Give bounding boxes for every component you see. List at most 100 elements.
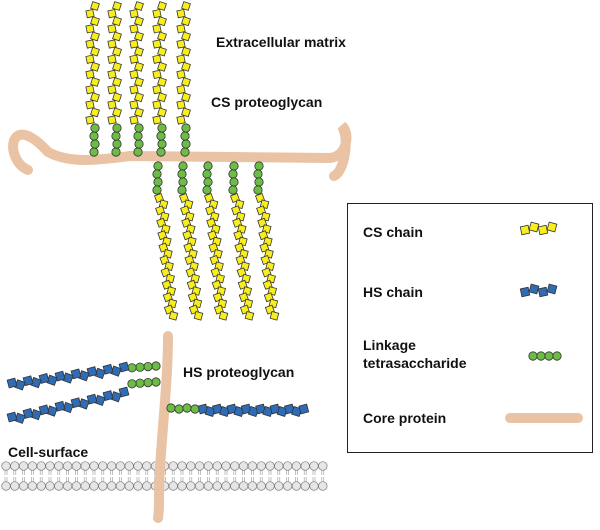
membrane-lipid-head (89, 481, 99, 491)
cs-chain-upper (152, 1, 167, 157)
cs-sugar (157, 92, 167, 103)
membrane-lipid-head (27, 481, 38, 491)
cs-sugar (152, 100, 162, 110)
membrane-lipid-head (291, 481, 302, 491)
cs-sugar (85, 69, 95, 80)
hs-sugar (86, 393, 98, 405)
membrane-lipid-head (80, 461, 90, 471)
legend (347, 203, 593, 453)
hs-sugar (22, 408, 34, 419)
cs-chain-lower (253, 161, 280, 321)
linkage-sugar (112, 139, 122, 149)
cs-sugar (157, 61, 167, 72)
linkage-sugar (202, 169, 212, 179)
cs-sugar (85, 100, 95, 110)
membrane-lipid-head (203, 461, 214, 471)
membrane-lipid-head (142, 481, 152, 491)
linkage-sugar (134, 123, 144, 133)
linkage-sugar (203, 177, 213, 187)
linkage-sugar (181, 139, 191, 149)
linkage-sugar (182, 403, 192, 413)
cs-chain-upper (129, 1, 144, 157)
cs-sugar (129, 39, 139, 49)
legend-label-hs-chain: HS chain (363, 284, 423, 300)
cs-sugar (181, 46, 191, 57)
cs-sugar (107, 24, 117, 34)
cs-sugar (107, 115, 117, 125)
legend-label-tetrasaccharide: tetrasaccharide (363, 355, 467, 371)
cs-sugar (181, 31, 191, 42)
cs-chain-lower (202, 161, 229, 321)
linkage-sugar (180, 147, 190, 157)
linkage-sugar (254, 177, 264, 187)
membrane-lipid-head (309, 461, 319, 471)
cs-sugar (134, 92, 144, 103)
label-cell-surface: Cell-surface (8, 444, 89, 460)
membrane-lipid-head (186, 481, 196, 491)
membrane-lipid-head (300, 481, 310, 491)
membrane-lipid-head (238, 461, 249, 471)
membrane-lipid-head (115, 481, 126, 491)
cs-sugar (112, 46, 122, 57)
linkage-sugar (177, 169, 187, 179)
linkage-sugar (156, 147, 166, 157)
cs-sugar (90, 107, 100, 118)
linkage-sugar (153, 161, 163, 171)
cs-sugar (152, 8, 162, 19)
cs-sugar (107, 84, 117, 95)
cs-sugar (129, 54, 139, 64)
cs-sugar (85, 8, 95, 19)
cs-sugar (176, 69, 186, 80)
linkage-sugar (152, 185, 162, 195)
legend-cs-sugar (528, 221, 540, 233)
linkage-sugar (178, 161, 188, 171)
membrane-lipid-head (186, 461, 196, 471)
membrane-lipid-head (1, 481, 11, 491)
linkage-sugar (177, 185, 187, 195)
cs-sugar (85, 84, 95, 95)
membrane-lipid-head (18, 461, 29, 471)
linkage-sugar (253, 185, 263, 195)
cs-sugar (85, 39, 95, 49)
legend-linkage-sugar (552, 351, 562, 361)
legend-label-core-protein: Core protein (363, 410, 447, 426)
membrane-lipid-head (274, 461, 284, 471)
membrane-lipid-head (62, 461, 73, 471)
membrane-lipid-head (115, 461, 126, 471)
membrane-lipid-head (177, 481, 187, 491)
membrane-lipid-head (1, 461, 11, 471)
membrane-lipid-head (212, 461, 222, 471)
membrane-lipid-head (98, 461, 108, 471)
cs-sugar (157, 77, 167, 87)
cs-sugar (129, 69, 139, 80)
membrane-lipid-head (45, 481, 55, 491)
cs-sugar (85, 24, 95, 34)
hs-chain (6, 361, 161, 391)
glycosaminoglycan-chains (6, 1, 310, 424)
cs-sugar (112, 1, 122, 11)
cs-sugar (181, 107, 191, 118)
hs-sugar (6, 411, 18, 423)
cs-core-protein (8, 122, 352, 181)
linkage-sugar (111, 147, 121, 157)
membrane-lipid-head (124, 481, 134, 491)
hs-sugar (102, 390, 114, 401)
cs-sugar (176, 100, 186, 110)
cs-sugar (134, 107, 144, 118)
linkage-sugar (152, 169, 162, 179)
label-hs-proteoglycan: HS proteoglycan (183, 364, 295, 380)
linkage-sugar (90, 139, 100, 149)
membrane-lipid-head (230, 461, 240, 471)
cs-sugar (181, 16, 191, 27)
cs-sugar (85, 115, 95, 125)
membrane-lipid-head (27, 461, 38, 471)
membrane-lipid-head (106, 461, 117, 471)
cs-sugar (107, 39, 117, 49)
linkage-sugar (254, 161, 264, 171)
membrane-lipid-head (282, 481, 293, 491)
cs-sugar (152, 84, 162, 95)
label-extracellular-matrix: Extracellular matrix (216, 34, 346, 50)
cs-sugar (193, 311, 204, 321)
membrane-lipid-head (247, 461, 258, 471)
hs-core-protein (153, 331, 173, 523)
